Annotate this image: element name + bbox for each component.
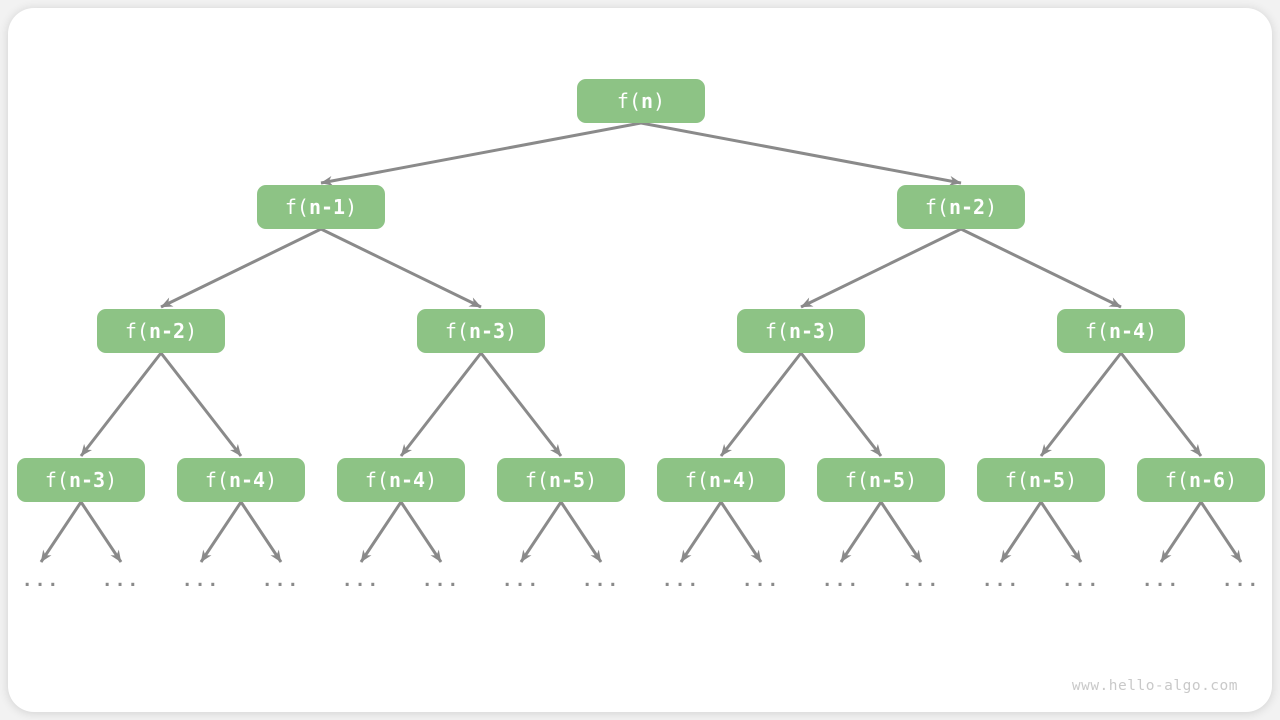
node-label-pre: f( (524, 468, 549, 492)
node-label-post: ) (745, 468, 758, 492)
node-label-bold: n-4 (228, 468, 266, 492)
node-label-post: ) (425, 468, 438, 492)
node-label-post: ) (345, 195, 358, 219)
tree-node: f(n-4) (657, 458, 785, 502)
node-label-bold: n-4 (1108, 319, 1146, 343)
ellipsis-dots: ... (1061, 570, 1101, 591)
tree-node: f(n-4) (337, 458, 465, 502)
watermark: www.hello-algo.com (1071, 678, 1238, 694)
ellipsis-dots: ... (661, 570, 701, 591)
ellipsis-dots: ... (1221, 570, 1261, 591)
node-label-post: ) (825, 319, 838, 343)
node-label-post: ) (105, 468, 118, 492)
ellipsis-dots: ... (821, 570, 861, 591)
node-label-pre: f( (764, 319, 789, 343)
node-label-bold: n (641, 89, 654, 113)
ellipsis-dots: ... (1141, 570, 1181, 591)
node-label-post: ) (653, 89, 666, 113)
tree-node: f(n-3) (737, 309, 865, 353)
ellipsis-dots: ... (981, 570, 1021, 591)
ellipsis-dots: ... (341, 570, 381, 591)
node-label-pre: f( (844, 468, 869, 492)
node-label-pre: f( (284, 195, 309, 219)
node-label-bold: n-2 (148, 319, 186, 343)
node-label-pre: f( (684, 468, 709, 492)
node-label-bold: n-3 (68, 468, 106, 492)
ellipsis-dots: ... (501, 570, 541, 591)
tree-node: f(n-5) (817, 458, 945, 502)
node-label-post: ) (265, 468, 278, 492)
node-label-bold: n-5 (1028, 468, 1066, 492)
node-label-post: ) (1065, 468, 1078, 492)
ellipsis-dots: ... (181, 570, 221, 591)
node-label-pre: f( (364, 468, 389, 492)
tree-node: f(n-2) (97, 309, 225, 353)
node-label-pre: f( (1164, 468, 1189, 492)
node-label-bold: n-5 (868, 468, 906, 492)
tree-node: f(n-5) (497, 458, 625, 502)
ellipsis-dots: ... (741, 570, 781, 591)
node-label-bold: n-6 (1188, 468, 1226, 492)
node-label-bold: n-5 (548, 468, 586, 492)
node-label-post: ) (505, 319, 518, 343)
tree-node: f(n-3) (417, 309, 545, 353)
node-label-pre: f( (124, 319, 149, 343)
node-label-bold: n-4 (708, 468, 746, 492)
node-label-post: ) (585, 468, 598, 492)
tree-node: f(n-5) (977, 458, 1105, 502)
ellipsis-dots: ... (21, 570, 61, 591)
node-label-post: ) (1225, 468, 1238, 492)
node-label-pre: f( (1004, 468, 1029, 492)
ellipsis-dots: ... (421, 570, 461, 591)
node-label-pre: f( (1084, 319, 1109, 343)
node-label-bold: n-3 (468, 319, 506, 343)
node-label-pre: f( (204, 468, 229, 492)
ellipsis-dots: ... (261, 570, 301, 591)
node-label-bold: n-2 (948, 195, 986, 219)
tree-node: f(n-4) (177, 458, 305, 502)
node-label-post: ) (185, 319, 198, 343)
ellipsis-dots: ... (901, 570, 941, 591)
node-label-pre: f( (616, 89, 641, 113)
node-label-bold: n-1 (308, 195, 346, 219)
node-label-bold: n-3 (788, 319, 826, 343)
tree-node: f(n-3) (17, 458, 145, 502)
tree-node: f(n-1) (257, 185, 385, 229)
tree-node: f(n) (577, 79, 705, 123)
node-label-post: ) (985, 195, 998, 219)
tree-node: f(n-6) (1137, 458, 1265, 502)
ellipsis-dots: ... (101, 570, 141, 591)
node-label-bold: n-4 (388, 468, 426, 492)
node-label-pre: f( (444, 319, 469, 343)
node-label-pre: f( (924, 195, 949, 219)
node-label-post: ) (1145, 319, 1158, 343)
ellipsis-dots: ... (581, 570, 621, 591)
tree-node: f(n-4) (1057, 309, 1185, 353)
node-label-pre: f( (44, 468, 69, 492)
tree-node: f(n-2) (897, 185, 1025, 229)
node-label-post: ) (905, 468, 918, 492)
